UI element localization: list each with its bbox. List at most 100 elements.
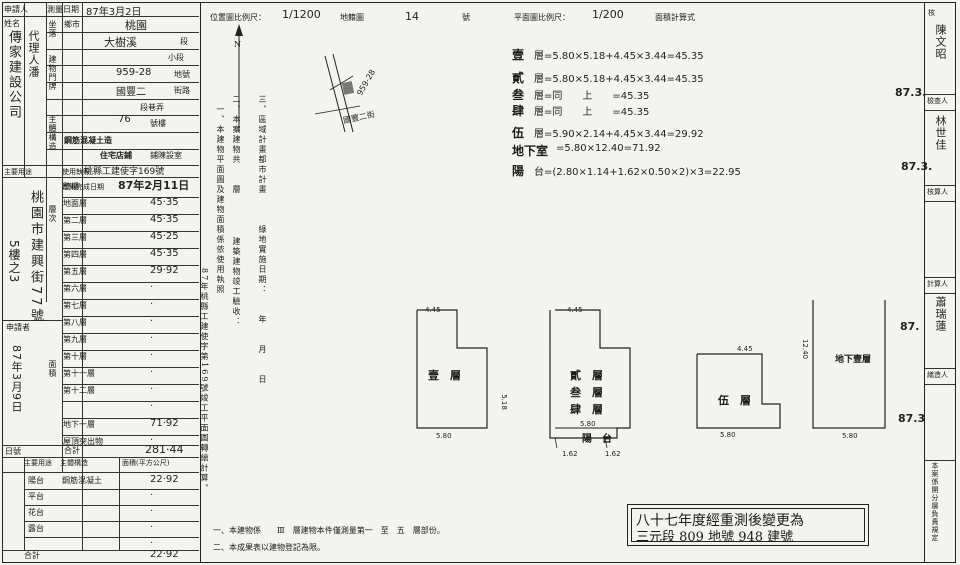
floor-row-label: 第九層 [63, 335, 87, 344]
lot-no-label: 地籍圖 [340, 13, 364, 22]
floor-row-label: 第七層 [63, 301, 87, 310]
floor-row-area: · [150, 367, 154, 378]
floor-row-label: 第十二層 [63, 386, 95, 395]
road-label: 街路 [174, 86, 190, 95]
floors-header: 層次 [48, 205, 57, 223]
calc-formula: 層=同 上 =45.35 [534, 107, 650, 118]
date-mark-2: 87.3. [901, 160, 933, 173]
note-vertical-3: 三、區域計畫都市計畫 綠地實施日期： 年 月 日 [258, 95, 267, 385]
floor-row-area: · [150, 299, 154, 310]
calc-formula: 台=(2.80×1.14+1.62×0.50×2)×3=22.95 [534, 167, 741, 178]
township-value: 桃園 [125, 19, 147, 32]
plan-3-label: 伍 層 [718, 394, 751, 407]
dim-1240: 12.40 [801, 338, 810, 360]
total-label: 合計 [64, 446, 80, 455]
structure-value: 鋼筋混凝土造 [64, 135, 112, 145]
plan-2-label-a: 貳 層 [570, 369, 603, 382]
attach-row-label: 平台 [28, 492, 44, 501]
dim-162-a: 1.62 [562, 450, 578, 458]
bottom-note-1: 一、本建物係 Ⅲ 層建物本件僅測量第一 至 五 層部份。 [213, 526, 445, 535]
attach-header-struct: 主體構造 [60, 459, 88, 467]
lot-value: 959-28 [116, 67, 152, 78]
calc-floor-name: 貳 [512, 71, 525, 85]
city-side: 桃園市建興街77號 [28, 190, 43, 325]
street-section-value: 大樹溪 [104, 36, 137, 49]
drafter-label: 繕造人 [927, 371, 948, 379]
bottom-note-2: 二、本成果表以建物登記為限。 [213, 543, 325, 552]
calc-formula: =5.80×12.40=71.92 [556, 143, 661, 154]
fee-label: 日號 [5, 447, 21, 456]
floor-scale: 1/200 [592, 8, 624, 21]
floor-plans [416, 300, 886, 449]
number-label: 號樓 [150, 119, 166, 128]
applicant-side: 申請者 [6, 323, 30, 332]
attach-row-label: 花台 [28, 508, 44, 517]
note-vertical-1: 一、本建物平面圖及建物面積係依使用執照 [216, 105, 225, 295]
permit-value: 桃縣工建使字169號 [84, 167, 165, 177]
lot-no-value: 14 [405, 10, 419, 23]
dim-445-c: 4.45 [737, 345, 753, 353]
calc-formula: 層=5.90×2.14+4.45×3.44=29.92 [534, 129, 704, 140]
north-label: N [234, 40, 241, 49]
floor-row-area: · [150, 384, 154, 395]
approval-column [924, 2, 956, 563]
floor-scale-label: 平面圖比例尺： [514, 13, 570, 22]
floor-row-label: 第四層 [63, 250, 87, 259]
floor-row-area: · [150, 316, 154, 327]
name-label: 姓名 [4, 19, 20, 28]
building-info-table [2, 2, 201, 563]
attach-row-area: · [150, 538, 154, 549]
floor-row-label: 地下一層 [63, 420, 95, 429]
plan-2-label-b: 叁 層 [570, 386, 603, 399]
subsection-label: 小段 [168, 53, 184, 62]
site-position-map [235, 24, 361, 133]
floor-row-area: · [150, 435, 154, 446]
lot-label: 地號 [174, 70, 190, 79]
stamp-line-1: 八十七年度經重測後變更為 [636, 513, 804, 529]
applicant-name: 傳家建設公司 [6, 30, 21, 120]
plan-4-label: 地下壹層 [835, 355, 872, 365]
calc-floor-name: 壹 [512, 48, 525, 62]
address-side: 5樓之3 [7, 240, 21, 284]
note-vertical-2: 二、本案建物共 層 [232, 95, 241, 195]
complete-value: 87年2月11日 [118, 179, 190, 192]
structure-label: 主體構造 [48, 115, 57, 151]
dim-580-c: 5.80 [720, 431, 736, 439]
calc-formula: 層=5.80×5.18+4.45×3.44=45.35 [534, 74, 704, 85]
section2-label: 段巷弄 [140, 103, 164, 112]
renumber-stamp [627, 504, 869, 546]
attach-row-structure: 鋼筋混凝土 [62, 476, 102, 485]
calc-floor-name: 陽 [512, 164, 525, 178]
road-value: 國豐二 [116, 87, 146, 98]
attach-row-area: 22·92 [150, 474, 179, 485]
right-header: 核 [928, 9, 935, 17]
dim-445-a: 4.45 [425, 306, 441, 314]
renumber-stamp-inner [631, 508, 865, 542]
calc-floor-name: 叁 [512, 88, 525, 102]
note-vertical-5: 87年桃縣工建使字第169號竣工平面圖轉繪計算。 [200, 268, 209, 494]
total-value: 281·44 [145, 443, 184, 456]
floor-row-area: 45·35 [150, 214, 179, 225]
floor-row-label: 騎樓 [63, 182, 79, 191]
street-section-label: 段 [180, 37, 188, 46]
floor-row-label: 第八層 [63, 318, 87, 327]
plan-1-label: 壹 層 [428, 369, 461, 382]
calc-label: 核算人 [927, 188, 948, 196]
reviewer-name: 陳文昭 [934, 24, 947, 60]
floor-row-area: · [150, 350, 154, 361]
township-label: 鄉市 [64, 20, 80, 29]
attach-header-area: 面積(平方公尺) [122, 459, 170, 467]
calc2-label: 計算人 [927, 280, 948, 288]
calc-floor-name: 肆 [512, 104, 525, 118]
floor-row-area: 29·92 [150, 265, 179, 276]
calc-formula: 層=同 上 =45.35 [534, 91, 650, 102]
use-value-2: 鋪陳設室 [150, 151, 182, 160]
floor-row-label: 第五層 [63, 267, 87, 276]
right-remark: 本案係開分層負責規定 [931, 462, 939, 542]
attach-total-label: 合計 [24, 551, 40, 560]
dim-580-a: 5.80 [436, 432, 452, 440]
dim-580-b: 5.80 [580, 420, 596, 428]
area-header: 面積 [48, 360, 57, 378]
dim-580-d: 5.80 [842, 432, 858, 440]
attach-row-area: · [150, 490, 154, 501]
